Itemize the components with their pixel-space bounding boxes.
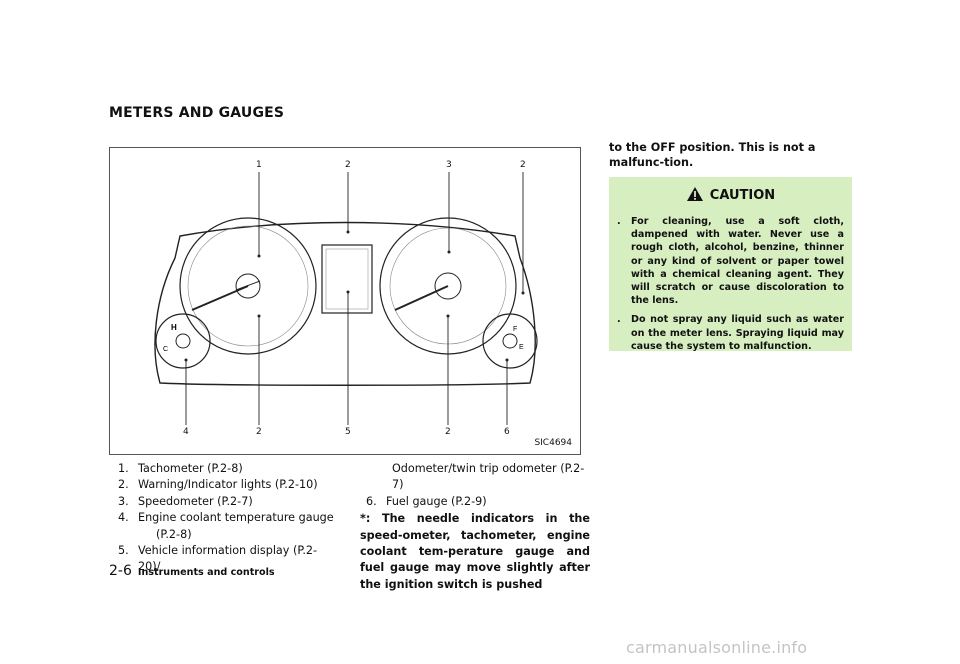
caution-item: .Do not spray any liquid such as water o…	[617, 314, 844, 352]
caution-heading: CAUTION	[609, 186, 852, 206]
callout-top-2: 2	[345, 160, 351, 170]
chapter-title: Instruments and controls	[137, 567, 275, 578]
instrument-cluster-figure: H C F E 1 2 3	[109, 147, 581, 455]
caution-title: CAUTION	[709, 188, 776, 203]
warning-triangle-icon	[686, 186, 704, 206]
component-list: 1.Tachometer (P.2-8) 2.Warning/Indicator…	[112, 461, 337, 576]
callout-bottom-5: 6	[504, 427, 510, 437]
callout-top-3: 3	[446, 160, 452, 170]
caution-list: .For cleaning, use a soft cloth, dampene…	[617, 215, 844, 359]
temperature-gauge: H C	[155, 313, 211, 369]
page-number: 2-6	[109, 563, 132, 579]
tachometer-gauge	[179, 217, 317, 355]
vehicle-information-display	[321, 244, 373, 314]
caution-box: CAUTION .For cleaning, use a soft cloth,…	[609, 177, 852, 352]
note-continuation: to the OFF position. This is not a malfu…	[609, 141, 816, 169]
list-item: 6.Fuel gauge (P.2-9)	[366, 494, 487, 508]
caution-item: .For cleaning, use a soft cloth, dampene…	[617, 216, 844, 307]
callout-bottom-4: 2	[445, 427, 451, 437]
cluster-illustration: H C F E	[154, 172, 538, 425]
list-item: 4.Engine coolant temperature gauge	[118, 511, 334, 525]
page-footer: 2-6 Instruments and controls	[109, 563, 275, 579]
list-item-continuation: (P.2-8)	[156, 527, 192, 541]
callout-top-4: 2	[520, 160, 526, 170]
middle-column: Odometer/twin trip odometer (P.2-7) 6.Fu…	[360, 461, 590, 593]
callout-top-1: 1	[256, 160, 262, 170]
section-heading: METERS AND GAUGES	[109, 105, 285, 121]
list-item-continuation: Odometer/twin trip odometer (P.2-7)	[392, 462, 585, 492]
watermark: carmanualsonline.info	[626, 638, 808, 657]
fuel-full-letter: F	[513, 326, 517, 333]
list-item: 1.Tachometer (P.2-8)	[118, 462, 243, 475]
figure-code: SIC4694	[534, 438, 572, 448]
cluster-housing	[154, 221, 536, 386]
callout-bottom-2: 2	[256, 427, 262, 437]
callout-bottom-3: 5	[345, 427, 351, 437]
temp-hot-letter: H	[171, 323, 177, 332]
fuel-gauge: F E	[482, 313, 538, 369]
fuel-empty-letter: E	[519, 344, 524, 351]
callout-dots	[184, 230, 525, 362]
list-item: 2.Warning/Indicator lights (P.2-10)	[118, 478, 318, 492]
callout-bottom-1: 4	[183, 427, 189, 437]
temp-cold-letter: C	[163, 346, 168, 353]
callout-lines	[185, 172, 524, 425]
needle-note: *: The needle indicators in the speed-om…	[360, 512, 590, 591]
list-item: 3.Speedometer (P.2-7)	[118, 494, 253, 508]
list-item: 5.Vehicle information display (P.2-20)/	[118, 544, 318, 574]
